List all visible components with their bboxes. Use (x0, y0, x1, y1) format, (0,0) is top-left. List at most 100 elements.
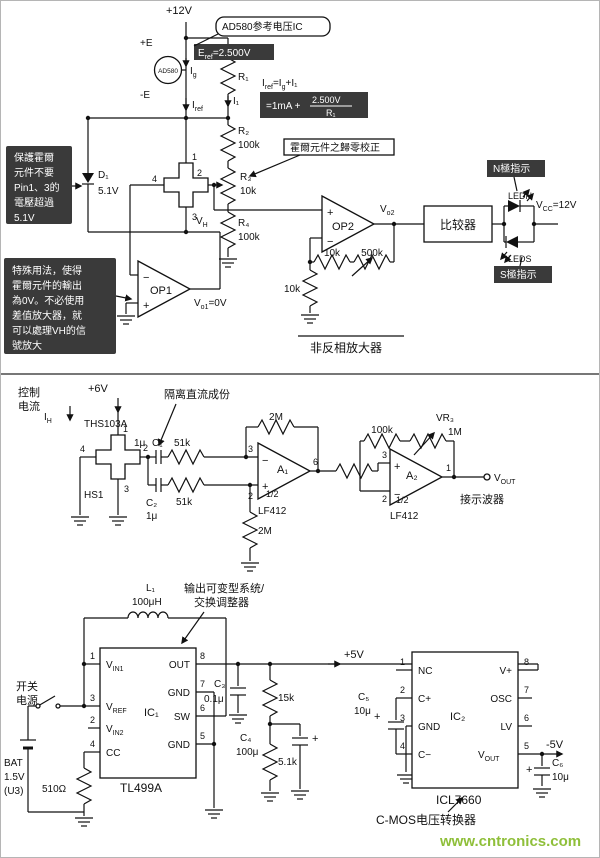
c2-label: C₂ (146, 498, 157, 509)
c6-plus-sign: + (526, 764, 532, 776)
r1-label: R₁ (238, 72, 249, 83)
zero-adjust-callout-label: 霍爾元件之歸零校正 (290, 141, 380, 154)
svg-text:5.1V: 5.1V (14, 213, 35, 224)
hall-pin3: 3 (192, 212, 197, 222)
tl-vin1-pin: VIN1 (106, 660, 124, 673)
eref-label: Eref=2.500V (198, 48, 251, 61)
a1-plus-sign: + (262, 481, 268, 493)
vo1-label: Vo1=0V (194, 298, 227, 311)
l1-label: L₁ (146, 583, 156, 594)
r5k1-label: 5.1k (278, 757, 298, 768)
icl-cplus-pin: C+ (418, 694, 431, 705)
ths103a-label: THS103A (84, 419, 128, 430)
switch-power-line1: 开关 (16, 679, 38, 693)
a2-minus-sign: − (394, 489, 400, 501)
comparator-label: 比较器 (440, 217, 476, 232)
c4-value: 100μ (236, 747, 259, 758)
c4-label: C₄ (240, 733, 251, 744)
icl7660-ic-box (411, 651, 519, 789)
i1-label: I₁ (233, 96, 240, 107)
tl-pin5-num: 5 (200, 731, 205, 741)
tl-cc-pin: CC (106, 748, 120, 759)
c5-plus-sign: + (374, 711, 380, 723)
tl-pin1-num: 1 (90, 651, 95, 661)
fb-10k-vert-label: 10k (284, 284, 301, 295)
special-usage-callout-text: 特殊用法，使得 霍爾元件的輸出 為0V。不必使用 差值放大器，就 可以處理VH的… (12, 264, 86, 352)
svg-text:號放大: 號放大 (12, 339, 42, 352)
a1-half-label: 1/2 (266, 489, 279, 499)
a2-lf412-label: LF412 (390, 511, 419, 522)
fb-10k-label: 10k (324, 248, 341, 259)
supply-6v-label: +6V (88, 383, 109, 395)
r2m-ground-label: 2M (258, 526, 272, 537)
r4-value: 100k (238, 232, 261, 243)
tl499a-label: TL499A (120, 781, 162, 795)
icl-osc-pin: OSC (490, 694, 512, 705)
tl499a-ic-box (99, 647, 197, 779)
ad580-label: AD580 (158, 68, 178, 75)
hall-pin1: 1 (192, 152, 197, 162)
a2-half-label: 1/2 (396, 495, 409, 505)
s-pole-callout-label: S極指示 (500, 268, 537, 281)
r3-label: R₃ (240, 172, 251, 183)
icl-pin8-num: 8 (524, 657, 529, 667)
tl-gnd-pin: GND (168, 688, 190, 699)
c3-label: C₃ (214, 679, 225, 690)
control-current-line2: 电流 (18, 399, 40, 413)
top-junction-dots (85, 35, 537, 265)
op2-label: OP2 (332, 221, 354, 233)
r2-value: 100k (238, 140, 261, 151)
tl-pin3-num: 3 (90, 693, 95, 703)
r100k-label: 100k (371, 425, 394, 436)
r2m-feedback-label: 2M (269, 412, 283, 423)
l1-value: 100μH (132, 597, 162, 608)
tl-sw-pin: SW (174, 712, 191, 723)
icl-pin4-num: 4 (400, 741, 405, 751)
c5-value: 10μ (354, 706, 371, 717)
r51k-b-label: 51k (176, 497, 193, 508)
d1-value: 5.1V (98, 186, 119, 197)
battery-label: BAT (4, 758, 23, 769)
minus5v-label: -5V (546, 739, 564, 751)
icl-cminus-pin: C− (418, 750, 431, 761)
ad580-callout-bubble (215, 16, 331, 37)
hs1-pin2: 2 (143, 443, 148, 453)
formula-numerator: 2.500V (312, 95, 341, 105)
battery-designator: (U3) (4, 786, 23, 797)
c3-value: 0.1μ (204, 694, 224, 705)
a1-pin2: 2 (248, 491, 253, 501)
vcc-label: VCC=12V (536, 200, 577, 213)
protect-callout-text: 保護霍爾 元件不要 Pin1、3的 電壓超過 5.1V (14, 151, 60, 224)
r51k-a-label: 51k (174, 438, 191, 449)
ic1-label: IC₁ (144, 707, 159, 719)
icl-pin2-num: 2 (400, 685, 405, 695)
a2-plus-sign: + (394, 461, 400, 473)
formula-denominator: R₁ (326, 108, 336, 118)
fb-500k-label: 500k (361, 248, 384, 259)
hs1-pin4: 4 (80, 444, 85, 454)
svg-text:Pin1、3的: Pin1、3的 (14, 181, 60, 194)
tl-pin6-num: 6 (200, 703, 205, 713)
leds-label: LEDS (508, 254, 532, 264)
icl-lv-pin: LV (501, 722, 513, 733)
oscilloscope-label: 接示波器 (460, 493, 504, 506)
switch-contact (35, 703, 41, 709)
a2-pin2: 2 (382, 494, 387, 504)
tl-pin7-num: 7 (200, 679, 205, 689)
vout-label: VOUT (494, 473, 516, 486)
tl-pin2-num: 2 (90, 715, 95, 725)
icl-pin6-num: 6 (524, 713, 529, 723)
ic2-label: IC₂ (450, 711, 465, 723)
svg-text:電壓超過: 電壓超過 (14, 196, 54, 209)
d1-label: D₁ (98, 170, 109, 181)
plus-e-label: +E (140, 38, 153, 49)
op1-label: OP1 (150, 285, 172, 297)
system-callout-line2: 交换调整器 (194, 595, 249, 609)
ad580-reference-ic (153, 55, 183, 85)
vr3-label: VR₃ (436, 413, 454, 424)
icl-gnd-pin: GND (418, 722, 440, 733)
icl-pin7-num: 7 (524, 685, 529, 695)
icl-vplus-pin: V+ (499, 666, 512, 677)
r2-label: R₂ (238, 126, 249, 137)
control-current-line1: 控制 (18, 385, 40, 399)
